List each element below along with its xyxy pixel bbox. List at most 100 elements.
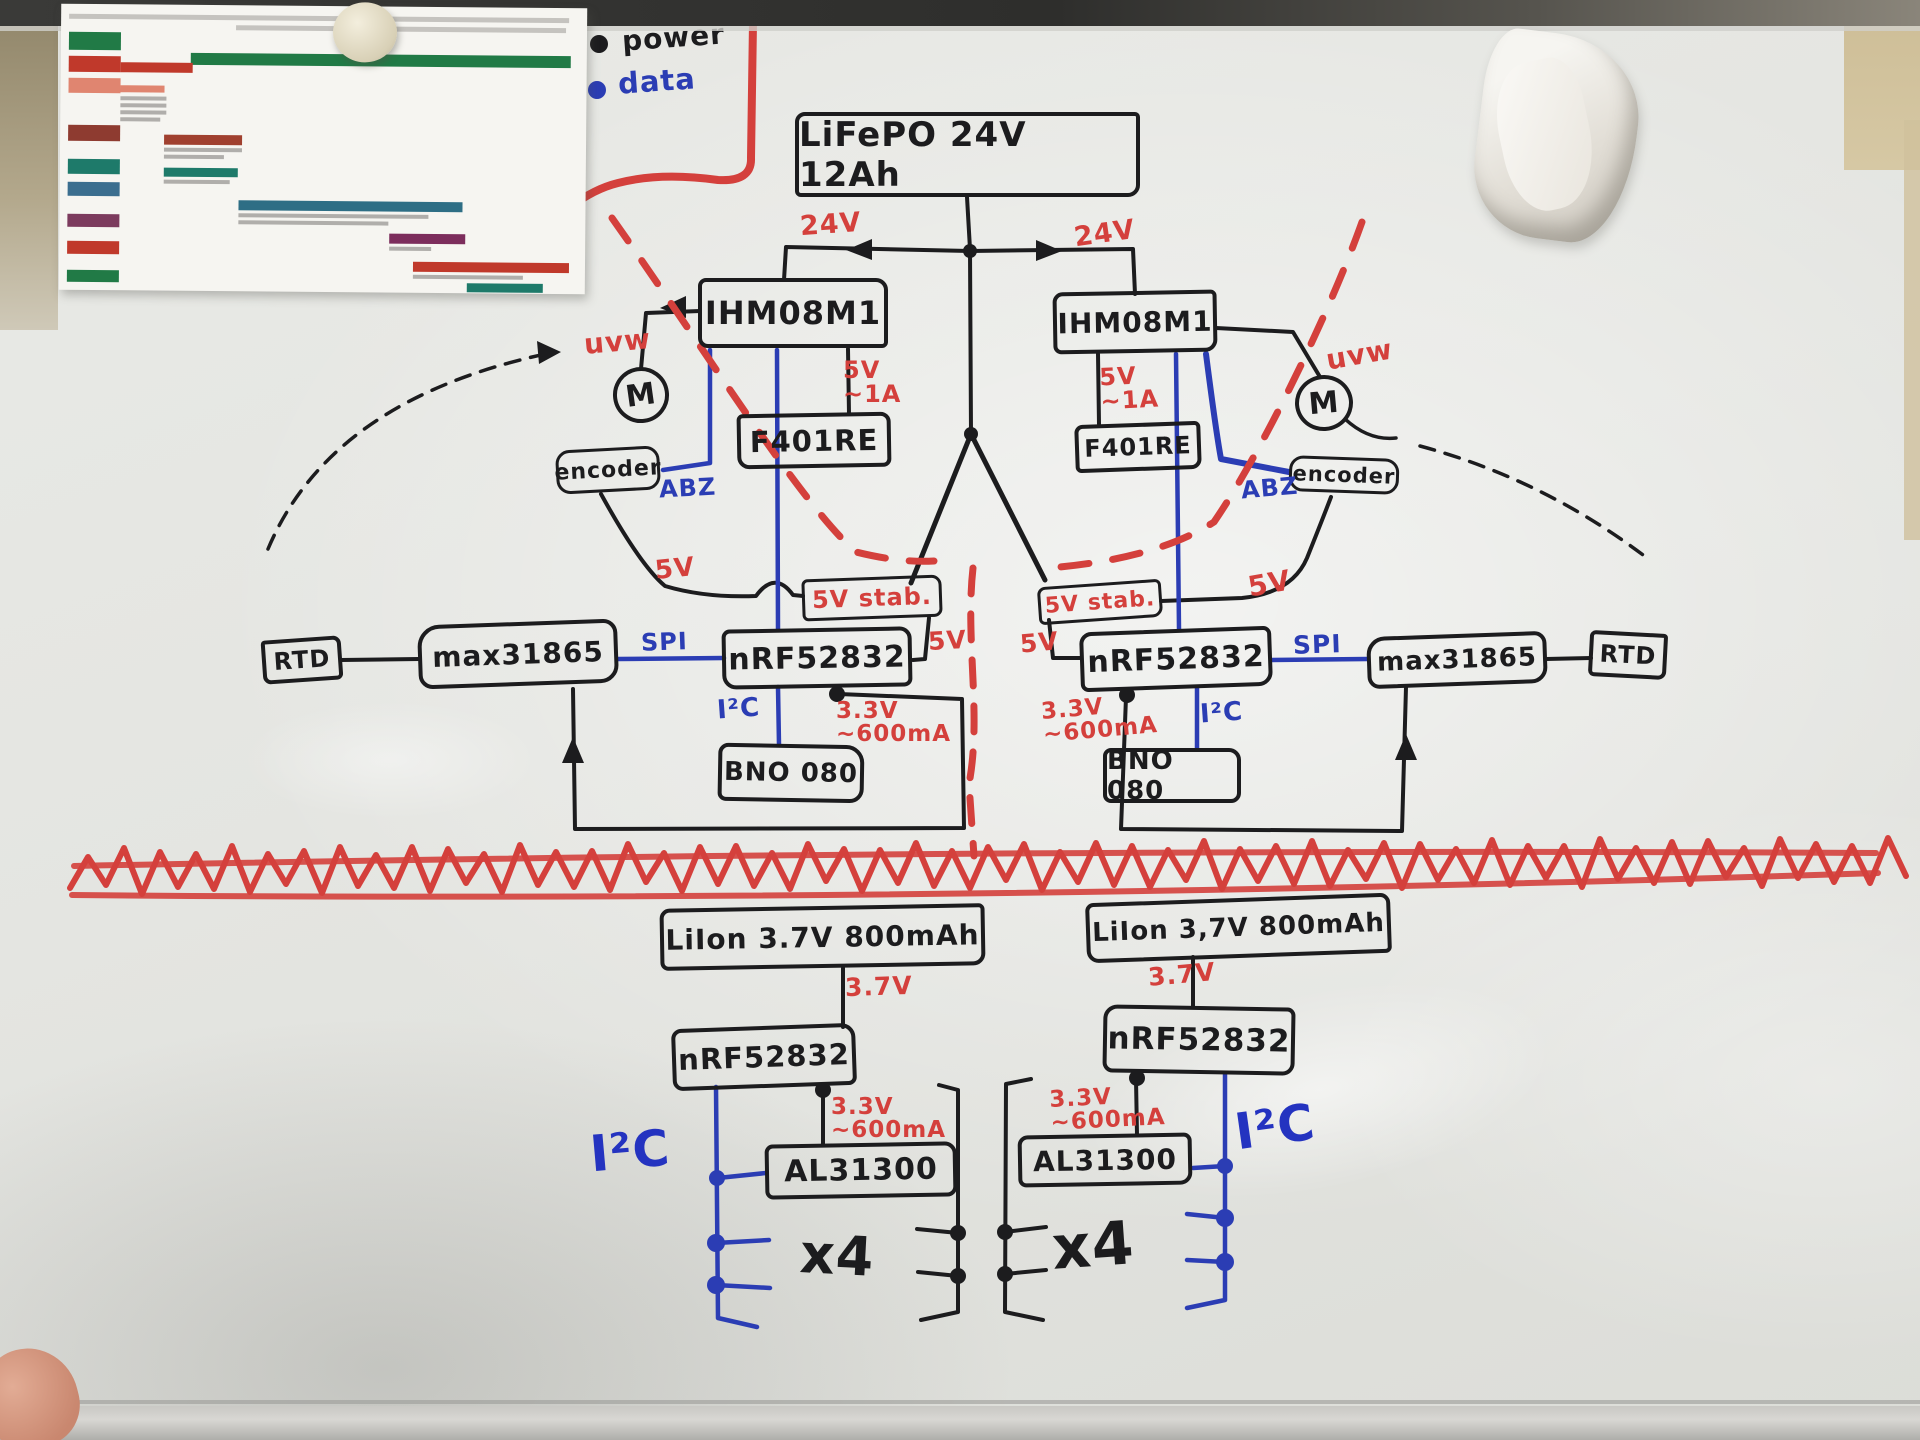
gantt-bar [120, 110, 167, 115]
radio-mcu-bottom-left-label: nRF52832 [677, 1037, 851, 1077]
rtd-amp-left-box: max31865 [416, 618, 620, 690]
legend-red-bracket [568, 18, 757, 210]
imu-left-box: BNO 080 [717, 742, 865, 804]
battery-24v-label: LiFePO 24V 12Ah [799, 114, 1027, 195]
battery-liion-right-label: LiIon 3,7V 800mAh [1091, 907, 1386, 949]
gantt-bar [69, 13, 570, 24]
encoder-right-label: encoder [1292, 461, 1396, 489]
motor-driver-right-label: IHM08M1 [1057, 304, 1213, 340]
whiteboard-frame-edge [0, 26, 1920, 31]
whiteboard-tray-line [0, 1400, 1920, 1404]
v33-bottom-right-label: 3.3V~600mA [1048, 1083, 1167, 1137]
v33-right-top-label: 3.3V~600mA [1040, 693, 1159, 749]
battery-24v-box: LiFePO 24V 12Ah [795, 112, 1140, 197]
abz-left-label: ABZ [658, 472, 717, 504]
i2c-right-top-label: I²C [1198, 696, 1245, 730]
v37-right-label: 3.7V [1146, 957, 1217, 992]
battery-liion-left-box: LiIon 3.7V 800mAh [659, 903, 986, 971]
motor-driver-right-box: IHM08M1 [1052, 289, 1218, 355]
mcu-left-box: F401RE [736, 411, 892, 470]
rtd-amp-left-label: max31865 [431, 634, 605, 674]
gantt-bar [238, 213, 429, 219]
v5-right-outer-label: 5V [1245, 563, 1294, 604]
gantt-bar [163, 167, 238, 178]
v37-left-label: 3.7V [844, 970, 914, 1003]
battmon-left-box: AL31300 [764, 1141, 958, 1200]
motor-left-label: M [623, 375, 659, 415]
rtd-right-box: RTD [1587, 629, 1669, 681]
v5-left-outer-label: 5V [653, 551, 697, 587]
gantt-bar [412, 274, 523, 280]
junction-dots-blue [707, 1158, 1234, 1294]
magnet [332, 2, 398, 63]
uvw-left-label: uvw [582, 322, 653, 361]
gantt-bar [67, 240, 120, 255]
rtd-amp-right-box: max31865 [1366, 630, 1548, 690]
board-glare [240, 700, 540, 820]
gantt-bar [68, 77, 121, 94]
gantt-bar [68, 124, 121, 142]
rtd-amp-right-label: max31865 [1376, 642, 1538, 678]
battery-liion-left-label: LiIon 3.7V 800mAh [665, 917, 980, 957]
rtd-left-box: RTD [260, 635, 344, 685]
legend-power-dot [590, 35, 608, 53]
red-divider-bottom [69, 870, 1881, 900]
red-dashed-right [1056, 218, 1366, 571]
battmon-right-label: AL31300 [1032, 1142, 1178, 1178]
v33-bottom-left-label: 3.3V~600mA [831, 1094, 947, 1144]
motor-driver-left-label: IHM08M1 [704, 294, 882, 332]
gantt-bar [163, 147, 243, 153]
gantt-bar [163, 154, 224, 160]
encoder-dashed-arcs [266, 351, 1653, 563]
junction-dots-black [815, 244, 1145, 1284]
encoder-left-label: encoder [553, 454, 663, 486]
radio-mcu-bottom-right-label: nRF52832 [1107, 1020, 1291, 1060]
radio-mcu-bottom-right-box: nRF52832 [1102, 1004, 1296, 1076]
imu-left-label: BNO 080 [723, 756, 859, 790]
imu-right-box: BNO 080 [1103, 745, 1241, 806]
battmon-left-label: AL31300 [783, 1151, 939, 1190]
wall-left-edge [0, 0, 58, 330]
encoder-left-box: encoder [553, 445, 663, 495]
gantt-bar [120, 103, 167, 108]
motor-right-label: M [1307, 384, 1341, 422]
wall-side [1904, 120, 1920, 540]
gantt-bar [389, 233, 466, 245]
battery-liion-right-box: LiIon 3,7V 800mAh [1085, 892, 1392, 964]
v33-left-top-label: 3.3V~600mA [836, 698, 952, 748]
red-divider-top [71, 848, 1879, 869]
gantt-bar [66, 269, 119, 283]
gantt-bar [120, 85, 165, 93]
encoder-right-box: encoder [1288, 455, 1400, 495]
gantt-bar [120, 96, 167, 101]
red-dashed-left [608, 214, 938, 565]
gantt-bar [120, 62, 193, 73]
imu-right-label: BNO 080 [1107, 745, 1174, 806]
battmon-right-box: AL31300 [1017, 1132, 1193, 1188]
radio-mcu-left-label: nRF52832 [728, 638, 906, 678]
gantt-chart-printout [58, 2, 588, 295]
mcu-right-label: F401RE [1083, 431, 1193, 463]
whiteboard-tray [0, 1406, 1920, 1440]
spi-left-label: SPI [640, 627, 689, 657]
v5-left-inner-label: 5V [927, 625, 968, 656]
legend-data-dot [588, 81, 606, 99]
x4-left-label: x4 [798, 1222, 877, 1289]
i2c-left-top-label: I²C [715, 692, 762, 726]
gantt-bar [412, 261, 570, 274]
regulator-right-label: 5V stab. [1043, 585, 1157, 619]
gantt-bar [164, 134, 243, 146]
gantt-bar [236, 25, 567, 34]
v5-1a-left-label: 5V~1A [843, 356, 902, 409]
red-divider-zigzag [67, 835, 1909, 897]
motor-driver-left-box: IHM08M1 [698, 278, 888, 348]
regulator-left-label: 5V stab. [811, 581, 933, 615]
radio-mcu-right-box: nRF52832 [1079, 625, 1273, 693]
gantt-bar [67, 181, 120, 197]
gantt-bar [163, 179, 230, 185]
mcu-right-box: F401RE [1074, 420, 1202, 474]
v24-left-label: 24V [798, 206, 863, 243]
regulator-left-box: 5V stab. [801, 574, 943, 622]
gantt-bar [238, 200, 463, 213]
